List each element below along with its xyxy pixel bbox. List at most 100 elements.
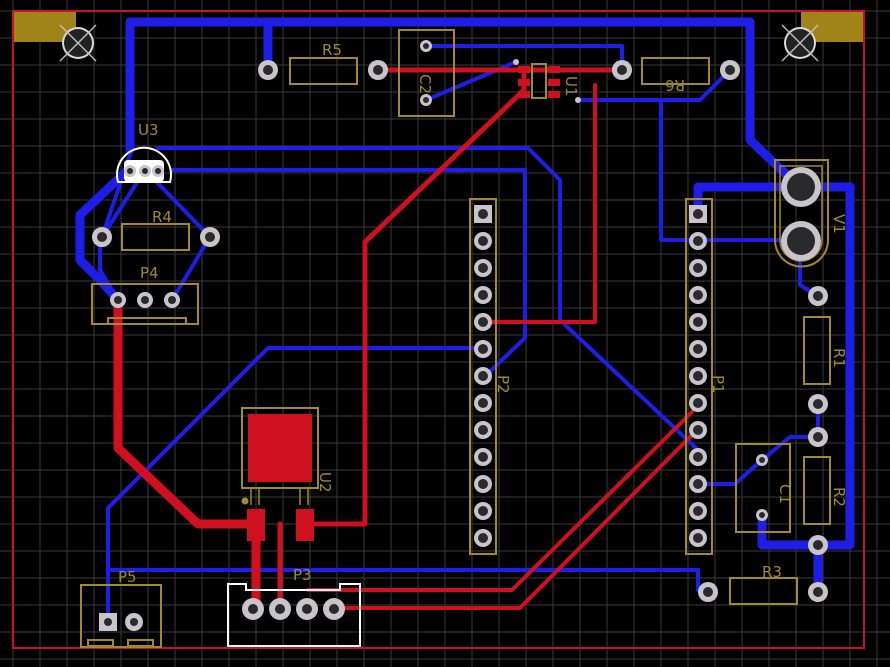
p1-pin (689, 286, 707, 304)
r2-outline (803, 456, 831, 525)
label-r2: R2 (830, 487, 848, 507)
u1-pad (518, 66, 530, 73)
p2-pin (474, 529, 492, 547)
p2-pin (474, 448, 492, 466)
label-v1: V1 (830, 214, 848, 234)
p5-outline (80, 584, 162, 648)
p2-pin (474, 394, 492, 412)
u2-tab-pad (248, 414, 312, 482)
r3-outline (729, 577, 798, 605)
c2-pad (420, 40, 432, 52)
r1-outline (803, 316, 831, 385)
p1-pin (689, 502, 707, 520)
resistor-pad (612, 60, 632, 80)
p4-latch (107, 317, 187, 325)
p1-pin (689, 421, 707, 439)
p2-pin (474, 232, 492, 250)
p1-pin (689, 205, 707, 223)
label-u1: U1 (562, 76, 580, 97)
label-p3: P3 (293, 566, 312, 584)
c2-pad (420, 94, 432, 106)
u3-pin (139, 165, 151, 177)
u3-pin (124, 165, 136, 177)
p1-pin (689, 475, 707, 493)
label-u3: U3 (138, 121, 159, 139)
p4-pin (137, 292, 153, 308)
u1-pad (548, 91, 560, 98)
resistor-pad (808, 535, 828, 555)
resistor-pad (720, 60, 740, 80)
resistor-pad (808, 394, 828, 414)
u1-pad (518, 79, 530, 86)
p1-pin (689, 313, 707, 331)
label-r4: R4 (152, 208, 172, 226)
u1-pad (548, 79, 560, 86)
p3-pin (269, 598, 291, 620)
p5-pin (125, 613, 143, 631)
bottom-copper-traces (113, 67, 694, 613)
resistor-pad (808, 582, 828, 602)
p1-pin (689, 259, 707, 277)
resistor-pad (258, 60, 278, 80)
c1-outline (735, 443, 791, 533)
c1-pad (756, 509, 768, 521)
p1-pin (689, 232, 707, 250)
p2-pin (474, 313, 492, 331)
u1-pad (548, 66, 560, 73)
mounting-hole-top-right (781, 12, 863, 62)
label-p1: P1 (709, 375, 727, 394)
p1-pin (689, 340, 707, 358)
u2-pad-3 (296, 509, 314, 541)
mounting-hole-top-left (14, 12, 97, 62)
p4-pin (164, 292, 180, 308)
label-r1: R1 (830, 348, 848, 368)
p1-pin (689, 529, 707, 547)
u1-outline (531, 63, 547, 99)
designator-labels: R5 R6 C2 U1 U3 R4 P4 P2 P1 V1 R1 C1 R2 R… (118, 41, 848, 586)
p2-pin (474, 340, 492, 358)
p1-pin (689, 394, 707, 412)
label-u2: U2 (316, 472, 334, 493)
label-c1: C1 (776, 484, 794, 504)
label-p5: P5 (118, 568, 137, 586)
smd-pads (247, 66, 560, 541)
p2-pin (474, 502, 492, 520)
resistor-pad (698, 582, 718, 602)
c1-pad (756, 454, 768, 466)
r4-outline (121, 223, 190, 251)
label-r6: R6 (665, 76, 685, 94)
p1-pin (689, 448, 707, 466)
p1-pin (689, 367, 707, 385)
p3-pin (323, 598, 345, 620)
resistor-pad (200, 227, 220, 247)
label-r3: R3 (762, 563, 782, 581)
v1-pads (781, 167, 821, 261)
c2-outline (398, 29, 455, 117)
p2-pin (474, 367, 492, 385)
r6-outline (641, 57, 710, 85)
r5-outline (289, 57, 358, 85)
u2-outline (241, 407, 319, 489)
p2-pin (474, 205, 492, 223)
p2-pin (474, 259, 492, 277)
p1-outline (685, 198, 713, 555)
p2-pin (474, 421, 492, 439)
u3-pin (152, 165, 164, 177)
u2-pin1-marker (241, 497, 249, 505)
p4-pin (110, 292, 126, 308)
p2-pin (474, 286, 492, 304)
u1-pad (518, 91, 530, 98)
p2-outline (469, 198, 497, 555)
v1-outline (774, 159, 829, 268)
label-p2: P2 (494, 375, 512, 394)
label-c2: C2 (416, 74, 434, 94)
resistor-pad (92, 227, 112, 247)
p2-pin (474, 475, 492, 493)
p5-pin (99, 613, 117, 631)
resistor-pad (368, 60, 388, 80)
label-p4: P4 (140, 264, 159, 282)
resistor-pad (808, 427, 828, 447)
p3-outline (227, 583, 361, 647)
